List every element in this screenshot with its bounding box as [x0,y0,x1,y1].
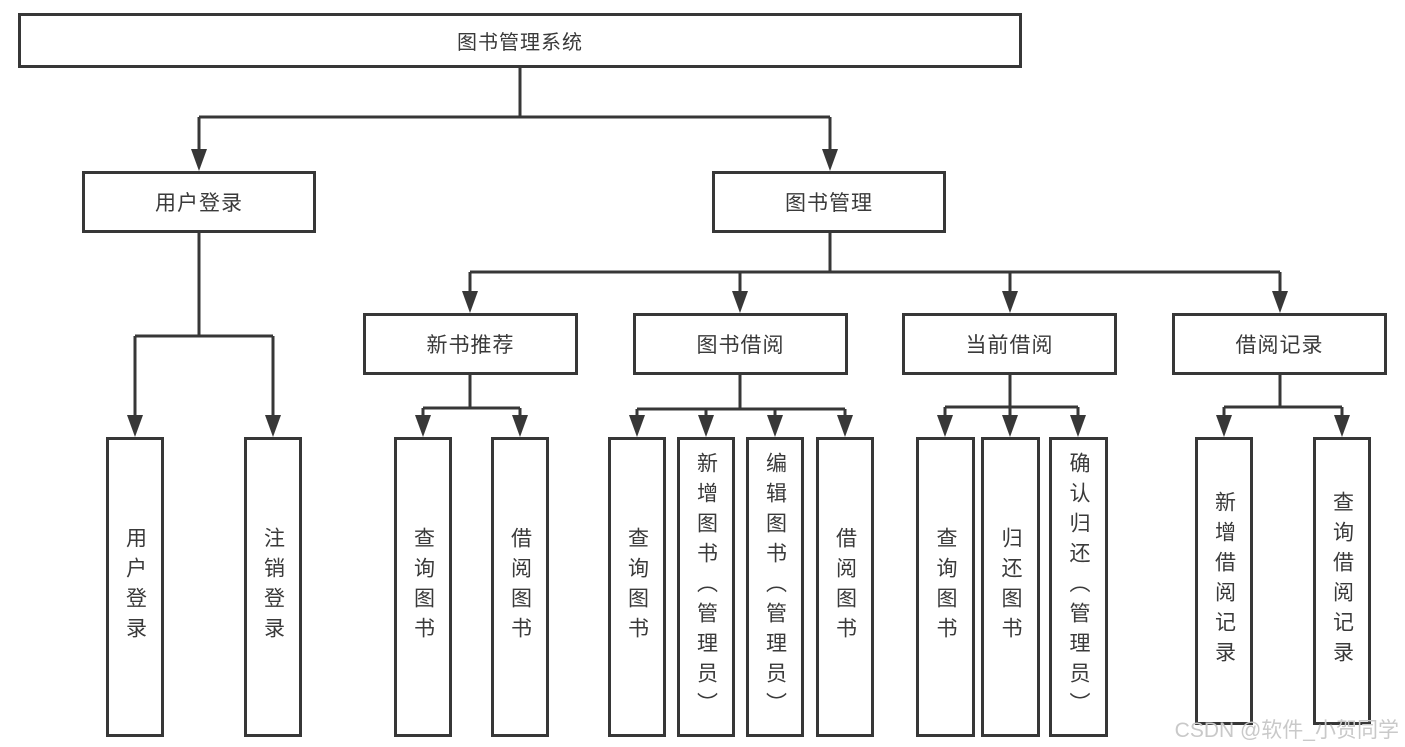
csdn-watermark: CSDN @软件_小贺同学 [1174,719,1399,742]
node-label: 查询图书 [625,527,649,647]
node-label: 借阅图书 [833,527,857,647]
leaf-query-books-2: 查询图书 [608,437,666,737]
node-current-borrowing: 当前借阅 [902,313,1117,375]
node-label: 当前借阅 [965,334,1054,357]
node-borrowing-records: 借阅记录 [1172,313,1387,375]
node-label: 借阅记录 [1235,334,1324,357]
leaf-borrow-books-1: 借阅图书 [491,437,549,737]
node-label: 归还图书 [999,527,1022,647]
node-book-management: 图书管理 [712,171,946,233]
node-label: 图书管理系统 [457,32,583,54]
node-label: 查询借阅记录 [1330,491,1354,671]
node-label: 新书推荐 [426,334,515,357]
node-label: 查询图书 [411,527,435,647]
leaf-query-borrow-record: 查询借阅记录 [1313,437,1371,725]
node-label: 查询图书 [934,527,957,647]
leaf-edit-books-admin: 编辑图书（管理员） [746,437,804,737]
leaf-confirm-return-admin: 确认归还（管理员） [1049,437,1108,737]
node-label: 图书管理 [785,192,873,215]
leaf-return-books: 归还图书 [981,437,1040,737]
node-root: 图书管理系统 [18,13,1022,68]
node-label: 新增借阅记录 [1212,491,1236,671]
leaf-user-login: 用户登录 [106,437,164,737]
leaf-query-books-3: 查询图书 [916,437,975,737]
leaf-logout: 注销登录 [244,437,302,737]
node-user-login: 用户登录 [82,171,316,233]
node-label: 用户登录 [123,527,147,647]
node-label: 确认归还（管理员） [1067,452,1090,722]
node-label: 编辑图书（管理员） [763,452,787,722]
leaf-add-books-admin: 新增图书（管理员） [677,437,735,737]
node-new-book-recommendation: 新书推荐 [363,313,578,375]
leaf-query-books-1: 查询图书 [394,437,452,737]
node-label: 图书借阅 [696,334,785,357]
node-label: 借阅图书 [508,527,532,647]
leaf-borrow-books-2: 借阅图书 [816,437,874,737]
leaf-add-borrow-record: 新增借阅记录 [1195,437,1253,725]
node-label: 注销登录 [261,527,285,647]
node-book-borrowing: 图书借阅 [633,313,848,375]
node-label: 新增图书（管理员） [694,452,718,722]
node-label: 用户登录 [155,192,243,215]
